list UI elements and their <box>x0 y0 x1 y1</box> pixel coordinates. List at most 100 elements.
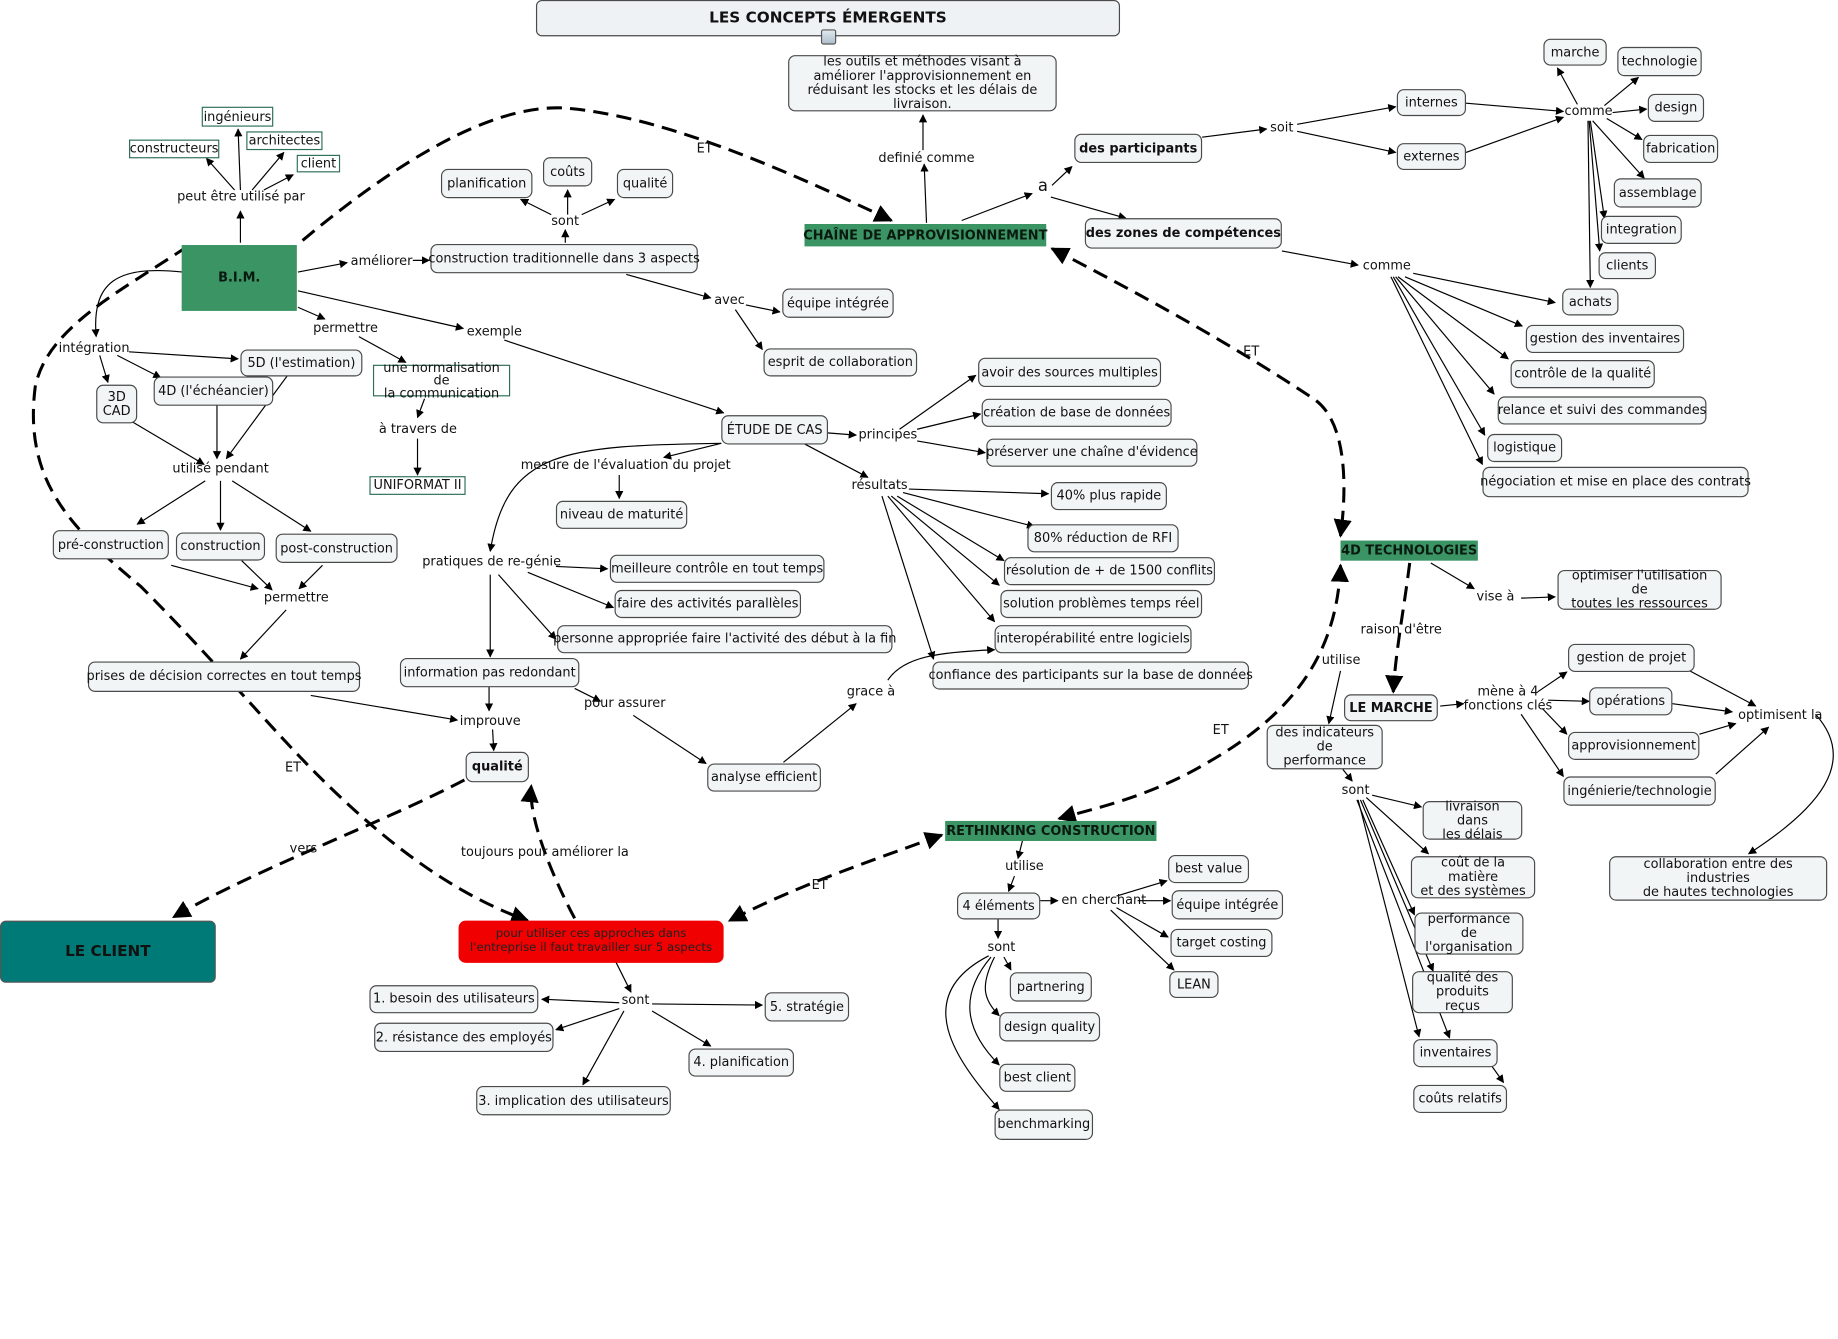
label-raison-d-etre: raison d'être <box>1360 621 1442 637</box>
node-activites-paralleles[interactable]: faire des activités parallèles <box>614 589 802 619</box>
node-marche[interactable]: marche <box>1543 38 1607 66</box>
node-chaine-evidence[interactable]: préserver une chaîne d'évidence <box>986 438 1198 467</box>
node-participants[interactable]: des participants <box>1074 133 1203 164</box>
node-externes[interactable]: externes <box>1396 143 1466 171</box>
node-client[interactable]: client <box>296 154 341 173</box>
label-ameliorer: améliorer <box>350 253 413 269</box>
node-ingenieurs[interactable]: ingénieurs <box>201 106 274 127</box>
node-zones-competences[interactable]: des zones de compétences <box>1084 218 1282 249</box>
node-best-value[interactable]: best value <box>1168 854 1250 884</box>
node-information-pas-redondant[interactable]: information pas redondant <box>399 657 580 688</box>
node-relance-suivi[interactable]: relance et suivi des commandes <box>1497 396 1707 425</box>
node-architectes[interactable]: architectes <box>246 131 323 151</box>
node-qualite[interactable]: qualité <box>465 751 529 783</box>
node-partnering[interactable]: partnering <box>1009 972 1092 1002</box>
node-performance-organisation[interactable]: performance de l'organisation <box>1414 912 1524 955</box>
node-equipe-integree-2[interactable]: équipe intégrée <box>1171 890 1284 920</box>
node-planification-4[interactable]: 4. planification <box>688 1048 794 1077</box>
node-approvisionnement[interactable]: approvisionnement <box>1568 731 1700 760</box>
node-sources-multiples[interactable]: avoir des sources multiples <box>978 357 1162 388</box>
node-design[interactable]: design <box>1647 93 1705 122</box>
label-et-left: ET <box>284 759 302 776</box>
node-indicateurs-performance[interactable]: des indicateurs de performance <box>1266 724 1383 770</box>
node-negociation-contrats[interactable]: négociation et mise en place des contrat… <box>1480 466 1751 498</box>
node-4-elements[interactable]: 4 éléments <box>957 892 1041 920</box>
node-le-marche[interactable]: LE MARCHE <box>1344 694 1438 722</box>
node-gestion-projet[interactable]: gestion de projet <box>1568 643 1695 673</box>
label-toujours-ameliorer: toujours pour améliorer la <box>460 844 629 860</box>
node-meilleure-controle[interactable]: meilleure contrôle en tout temps <box>609 554 825 583</box>
label-peut-etre-utilise-par: peut être utilisé par <box>177 188 305 205</box>
node-bim[interactable]: B.I.M. <box>181 245 297 311</box>
node-gestion-inventaires[interactable]: gestion des inventaires <box>1525 324 1685 354</box>
node-confiance-participants[interactable]: confiance des participants sur la base d… <box>929 661 1253 690</box>
node-fabrication[interactable]: fabrication <box>1643 134 1719 164</box>
node-construction[interactable]: construction <box>175 532 266 561</box>
node-4d-echeancier[interactable]: 4D (l'échéancier) <box>153 376 274 406</box>
node-post-construction[interactable]: post-construction <box>275 533 398 563</box>
node-esprit-collaboration[interactable]: esprit de collaboration <box>763 348 918 377</box>
document-icon[interactable] <box>820 29 837 45</box>
node-couts-relatifs[interactable]: coûts relatifs <box>1413 1084 1508 1113</box>
node-resistance-employes[interactable]: 2. résistance des employés <box>374 1022 554 1053</box>
node-inventaires[interactable]: inventaires <box>1413 1039 1498 1068</box>
node-qualite-aspect[interactable]: qualité <box>616 168 674 199</box>
node-equipe-integree[interactable]: équipe intégrée <box>782 288 894 318</box>
node-logistique[interactable]: logistique <box>1487 433 1563 463</box>
node-strategie[interactable]: 5. stratégie <box>764 992 850 1022</box>
node-optimiser-ressources[interactable]: optimiser l'utilisation de toutes les re… <box>1557 568 1722 610</box>
node-qualite-produits[interactable]: qualité des produits reçus <box>1412 970 1513 1014</box>
node-4d-technologies[interactable]: 4D TECHNOLOGIES <box>1340 540 1478 561</box>
node-technologie[interactable]: technologie <box>1617 46 1702 77</box>
label-a: a <box>1037 177 1049 196</box>
node-assemblage[interactable]: assemblage <box>1613 178 1702 208</box>
node-3d-cad[interactable]: 3D CAD <box>96 384 138 424</box>
node-achats[interactable]: achats <box>1562 288 1619 316</box>
node-resolution-conflits[interactable]: résolution de + de 1500 conflits <box>1003 557 1216 586</box>
node-ingenierie-technologie[interactable]: ingénierie/technologie <box>1563 776 1716 806</box>
node-niveau-maturite[interactable]: niveau de maturité <box>555 500 688 529</box>
node-chaine-approvisionnement[interactable]: CHAÎNE DE APPROVISIONNEMENT <box>803 224 1047 247</box>
node-pour-utiliser-approches[interactable]: pour utiliser ces approches dans l'entre… <box>458 920 724 963</box>
node-personne-appropriee[interactable]: personne appropriée faire l'activité des… <box>553 625 896 654</box>
node-constructeurs[interactable]: constructeurs <box>129 139 220 159</box>
node-40-rapide[interactable]: 40% plus rapide <box>1050 482 1167 511</box>
node-target-costing[interactable]: target costing <box>1170 928 1273 958</box>
node-clients[interactable]: clients <box>1598 252 1656 280</box>
node-lean[interactable]: LEAN <box>1169 971 1219 999</box>
node-couts[interactable]: coûts <box>543 157 593 187</box>
node-etude-de-cas[interactable]: ÉTUDE DE CAS <box>721 415 828 445</box>
node-solution-temps-reel[interactable]: solution problèmes temps réel <box>1000 589 1203 619</box>
node-prises-decision[interactable]: prises de décision correctes en tout tem… <box>87 661 361 692</box>
node-interoperabilite[interactable]: interopérabilité entre logiciels <box>994 625 1192 654</box>
node-implication-utilisateurs[interactable]: 3. implication des utilisateurs <box>476 1086 671 1116</box>
node-pre-construction[interactable]: pré-construction <box>52 530 169 560</box>
node-analyse-efficient[interactable]: analyse efficient <box>707 763 821 792</box>
node-best-client[interactable]: best client <box>999 1063 1076 1092</box>
node-rethinking-construction[interactable]: RETHINKING CONSTRUCTION <box>945 820 1157 841</box>
node-internes[interactable]: internes <box>1396 89 1466 117</box>
node-integration[interactable]: integration <box>1600 215 1682 244</box>
node-livraison-delais[interactable]: livraison dans les délais <box>1422 799 1523 841</box>
node-benchmarking[interactable]: benchmarking <box>994 1109 1094 1140</box>
node-besoin-utilisateurs[interactable]: 1. besoin des utilisateurs <box>369 985 539 1014</box>
node-design-quality[interactable]: design quality <box>999 1012 1101 1042</box>
node-base-donnees[interactable]: création de base de données <box>981 398 1172 427</box>
label-resultats: résultats <box>851 477 908 493</box>
node-controle-qualite[interactable]: contrôle de la qualité <box>1510 360 1655 389</box>
label-soit: soit <box>1270 119 1294 135</box>
node-planification[interactable]: planification <box>440 168 533 199</box>
node-chaine-definition[interactable]: les outils et méthodes visant à améliore… <box>788 55 1057 112</box>
label-pratiques-re-genie: pratiques de re-génie <box>422 553 562 569</box>
node-construction-traditionnelle[interactable]: construction traditionnelle dans 3 aspec… <box>428 243 700 274</box>
node-normalisation[interactable]: une normalisation de la communication <box>372 361 511 400</box>
node-5d-estimation[interactable]: 5D (l'estimation) <box>240 349 363 377</box>
node-cout-matiere[interactable]: coût de la matière et des systèmes <box>1410 856 1536 899</box>
node-le-client[interactable]: LE CLIENT <box>0 920 216 983</box>
node-uniformat[interactable]: UNIFORMAT II <box>369 476 466 495</box>
node-collaboration-industries[interactable]: collaboration entre des industries de ha… <box>1609 856 1828 901</box>
label-et-top: ET <box>696 140 713 156</box>
node-80-rfi[interactable]: 80% réduction de RFI <box>1027 524 1179 553</box>
node-operations[interactable]: opérations <box>1589 687 1673 716</box>
